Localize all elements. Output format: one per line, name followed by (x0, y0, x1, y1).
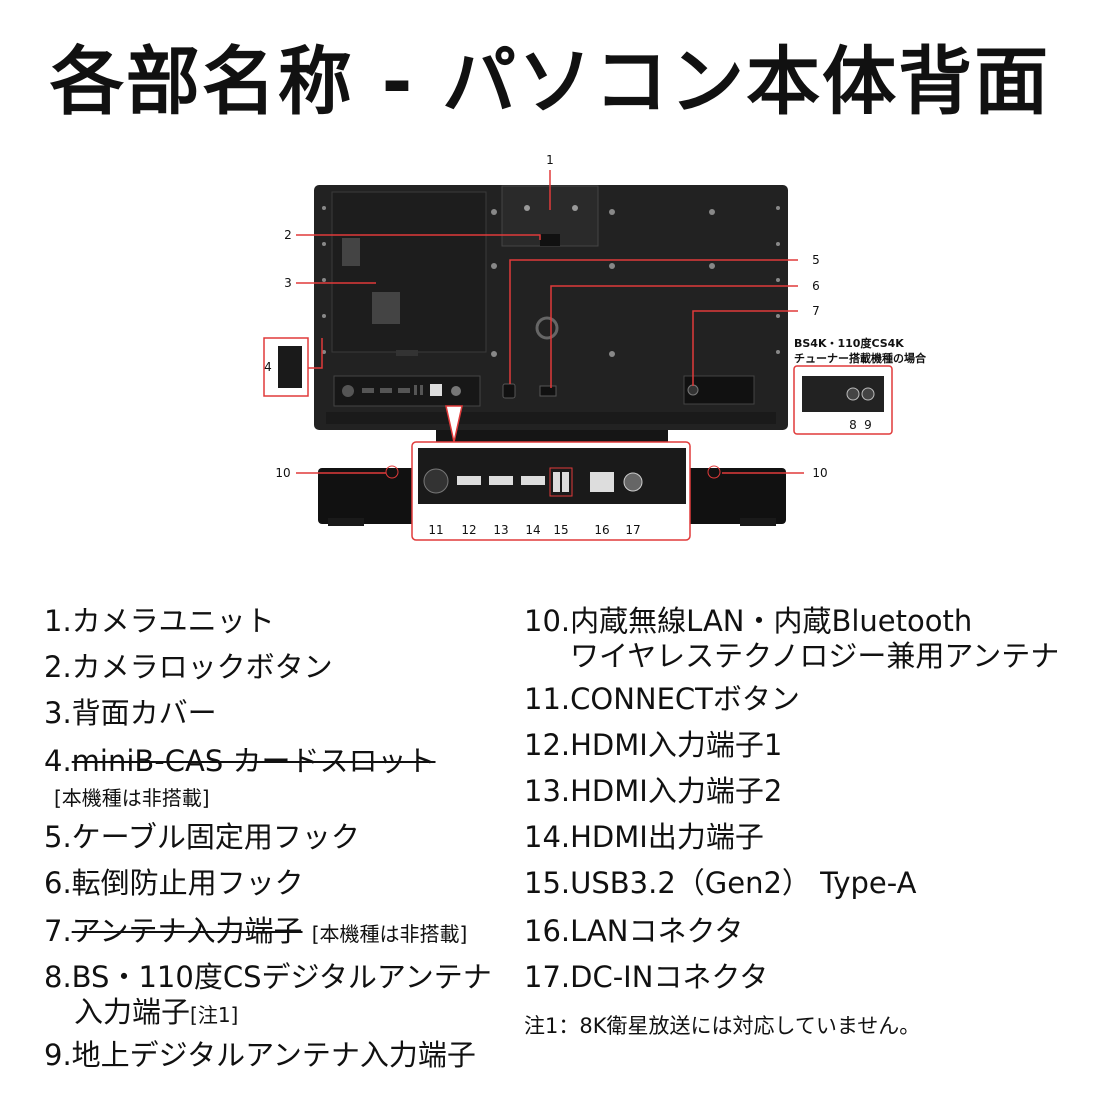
callout-10-right: 10 (812, 466, 827, 480)
connect-button-port (423, 468, 449, 494)
tuner-note-line1: BS4K・110度CS4K (794, 336, 904, 350)
brand-logo (535, 316, 559, 340)
callout-17: 17 (625, 523, 640, 537)
callout-12: 12 (461, 523, 476, 537)
part-item-11: 11.CONNECTボタン (524, 682, 800, 716)
part-item-10-line1: 10.内蔵無線LAN・内蔵Bluetooth (524, 604, 973, 638)
part-item-15: 15.USB3.2（Gen2） Type-A (524, 866, 917, 900)
tuner-note-line2: チューナー搭載機種の場合 (794, 351, 927, 365)
part-item-7-label: アンテナ入力端子 (71, 914, 303, 948)
callout-5: 5 (812, 253, 820, 267)
part-item-4-note: [本機種は非搭載] (54, 786, 210, 810)
part-item-12: 12.HDMI入力端子1 (524, 728, 783, 762)
usb-port-group (549, 467, 573, 497)
part-item-10-line2: ワイヤレステクノロジー兼用アンテナ (570, 638, 1060, 673)
camera-lock-button (540, 234, 560, 246)
cable-hook (502, 383, 516, 399)
part-item-7: 7.アンテナ入力端子 [本機種は非搭載] (44, 914, 467, 949)
wlan-antenna-left (385, 465, 399, 479)
terrestrial-antenna-jack (861, 387, 875, 401)
part-item-4-label: miniB-CAS カードスロット (71, 744, 436, 778)
callout-2: 2 (284, 228, 292, 242)
part-item-6: 6.転倒防止用フック (44, 866, 304, 900)
hdmi-port-1 (457, 476, 481, 485)
usb-port-a (553, 472, 560, 492)
base-foot-right (740, 518, 776, 526)
rear-cover (331, 191, 487, 353)
callout-4: 4 (264, 360, 272, 374)
part-item-9: 9.地上デジタルアンテナ入力端子 (44, 1038, 476, 1072)
minib-cas-slot (278, 346, 302, 388)
footnote: 注1：8K衛星放送には対応していません。 (524, 1014, 921, 1038)
callout-9: 9 (864, 418, 872, 432)
lan-port (590, 472, 614, 492)
part-item-7-number: 7. (44, 914, 72, 948)
body-ports (342, 384, 461, 397)
callout-3: 3 (284, 276, 292, 290)
part-item-8-line2: 入力端子 (74, 994, 191, 1029)
callout-10-left: 10 (275, 466, 290, 480)
wlan-antenna-right (707, 465, 721, 479)
part-item-8-note: [注1] (190, 1002, 239, 1027)
camera-screw-right (572, 205, 578, 211)
antenna-module (683, 375, 755, 405)
base-foot-left (328, 518, 364, 526)
hdmi-port-out (521, 476, 545, 485)
camera-screw-left (524, 205, 530, 211)
antenna-jack (687, 384, 699, 396)
part-item-17: 17.DC-INコネクタ (524, 960, 769, 994)
usb-port-b (562, 472, 569, 492)
part-item-8-line2-wrap: 入力端子[注1] (44, 995, 492, 1030)
part-item-4: 4.miniB-CAS カードスロット (44, 744, 436, 779)
callout-14: 14 (525, 523, 540, 537)
part-item-8: 8.BS・110度CSデジタルアンテナ 入力端子[注1] (44, 960, 492, 1030)
part-item-3: 3.背面カバー (44, 696, 217, 730)
body-screws (322, 206, 780, 357)
part-item-2: 2.カメラロックボタン (44, 650, 333, 684)
part-item-16: 16.LANコネクタ (524, 914, 744, 948)
dc-in-port (623, 472, 643, 492)
vent-grille (342, 238, 400, 324)
callout-13: 13 (493, 523, 508, 537)
callout-8: 8 (849, 418, 857, 432)
callout-16: 16 (594, 523, 609, 537)
part-item-1: 1.カメラユニット (44, 604, 275, 638)
bottom-strip (326, 412, 776, 424)
callout-7: 7 (812, 304, 820, 318)
bs-antenna-jack (846, 387, 860, 401)
part-item-13: 13.HDMI入力端子2 (524, 774, 783, 808)
part-item-4-number: 4. (44, 744, 72, 778)
tip-prevent-hook (539, 385, 557, 397)
rear-panel-diagram: BS4K・110度CS4K チューナー搭載機種の場合 1 2 3 4 5 6 7… (263, 153, 927, 541)
callout-6: 6 (812, 279, 820, 293)
callout-1: 1 (546, 153, 554, 167)
page-title: 各部名称 - パソコン本体背面 (49, 39, 1051, 125)
part-item-7-note: [本機種は非搭載] (311, 922, 468, 946)
part-item-10: 10.内蔵無線LAN・内蔵Bluetooth ワイヤレステクノロジー兼用アンテナ (524, 604, 1059, 674)
callout-lines (296, 170, 804, 474)
cover-tab (396, 350, 418, 356)
callout-15: 15 (553, 523, 568, 537)
hdmi-port-2 (489, 476, 513, 485)
part-item-8-line1: 8.BS・110度CSデジタルアンテナ (44, 960, 492, 994)
part-item-5: 5.ケーブル固定用フック (44, 820, 360, 854)
part-item-14: 14.HDMI出力端子 (524, 820, 764, 854)
callout-11: 11 (428, 523, 443, 537)
